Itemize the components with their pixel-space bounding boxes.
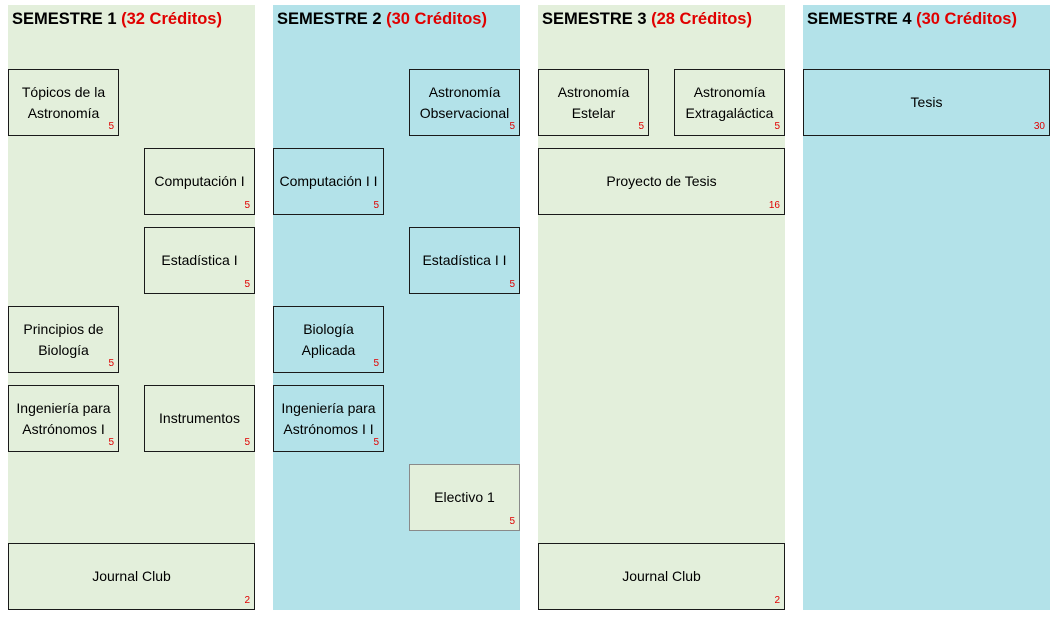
course-credits: 5 <box>509 516 515 527</box>
course-proyecto-tesis[interactable]: Proyecto de Tesis 16 <box>538 148 785 215</box>
course-journal-club-1[interactable]: Journal Club 2 <box>8 543 255 610</box>
course-estadistica-2[interactable]: Estadística I I 5 <box>409 227 520 294</box>
course-name: Ingeniería para Astrónomos I I <box>281 399 376 437</box>
course-astronomia-observacional[interactable]: Astronomía Observacional 5 <box>409 69 520 136</box>
semester-2-credits: (30 Créditos) <box>386 10 487 28</box>
course-name: Instrumentos <box>159 410 240 426</box>
course-name: Principios de Biología <box>23 320 104 358</box>
course-credits: 5 <box>108 437 114 448</box>
semester-1-label: SEMESTRE 1 <box>12 10 117 28</box>
course-name: Astronomía Estelar <box>557 83 630 121</box>
course-name: Journal Club <box>92 568 171 584</box>
course-biologia-aplicada[interactable]: Biología Aplicada 5 <box>273 306 384 373</box>
course-name: Estadística I <box>161 252 238 268</box>
course-credits: 5 <box>638 121 644 132</box>
course-credits: 30 <box>1033 121 1045 132</box>
course-credits: 5 <box>373 200 379 211</box>
course-name: Tópicos de la Astronomía <box>21 83 106 121</box>
course-name: Computación I I <box>279 173 378 189</box>
semester-2-title: SEMESTRE 2 (30 Créditos) <box>277 10 487 29</box>
course-credits: 16 <box>768 200 780 211</box>
semester-4-credits: (30 Créditos) <box>916 10 1017 28</box>
course-credits: 5 <box>373 358 379 369</box>
course-name: Estadística I I <box>422 252 507 268</box>
course-credits: 2 <box>244 595 250 606</box>
course-credits: 5 <box>373 437 379 448</box>
course-name: Biología Aplicada <box>301 320 356 358</box>
course-astronomia-extragalactica[interactable]: Astronomía Extragaláctica 5 <box>674 69 785 136</box>
course-tesis[interactable]: Tesis 30 <box>803 69 1050 136</box>
semester-1-title: SEMESTRE 1 (32 Créditos) <box>12 10 222 29</box>
course-credits: 2 <box>774 595 780 606</box>
course-credits: 5 <box>774 121 780 132</box>
semester-3-credits: (28 Créditos) <box>651 10 752 28</box>
semester-1-credits: (32 Créditos) <box>121 10 222 28</box>
course-credits: 5 <box>509 121 515 132</box>
course-electivo-1[interactable]: Electivo 1 5 <box>409 464 520 531</box>
course-name: Ingeniería para Astrónomos I <box>16 399 111 437</box>
course-ingenieria-2[interactable]: Ingeniería para Astrónomos I I 5 <box>273 385 384 452</box>
course-credits: 5 <box>244 279 250 290</box>
semester-3-label: SEMESTRE 3 <box>542 10 647 28</box>
course-name: Astronomía Observacional <box>419 83 510 121</box>
course-name: Tesis <box>910 94 943 110</box>
semester-2-label: SEMESTRE 2 <box>277 10 382 28</box>
course-name: Electivo 1 <box>434 489 495 505</box>
course-credits: 5 <box>108 121 114 132</box>
course-journal-club-3[interactable]: Journal Club 2 <box>538 543 785 610</box>
course-topicos-astronomia[interactable]: Tópicos de la Astronomía 5 <box>8 69 119 136</box>
course-name: Journal Club <box>622 568 701 584</box>
course-name: Astronomía Extragaláctica <box>685 83 774 121</box>
course-name: Proyecto de Tesis <box>606 173 717 189</box>
course-credits: 5 <box>244 437 250 448</box>
course-credits: 5 <box>244 200 250 211</box>
semester-4-title: SEMESTRE 4 (30 Créditos) <box>807 10 1017 29</box>
semester-3-title: SEMESTRE 3 (28 Créditos) <box>542 10 752 29</box>
course-instrumentos[interactable]: Instrumentos 5 <box>144 385 255 452</box>
course-astronomia-estelar[interactable]: Astronomía Estelar 5 <box>538 69 649 136</box>
course-ingenieria-1[interactable]: Ingeniería para Astrónomos I 5 <box>8 385 119 452</box>
course-estadistica-1[interactable]: Estadística I 5 <box>144 227 255 294</box>
course-computacion-1[interactable]: Computación I 5 <box>144 148 255 215</box>
course-computacion-2[interactable]: Computación I I 5 <box>273 148 384 215</box>
course-credits: 5 <box>108 358 114 369</box>
course-principios-biologia[interactable]: Principios de Biología 5 <box>8 306 119 373</box>
course-credits: 5 <box>509 279 515 290</box>
semester-4-label: SEMESTRE 4 <box>807 10 912 28</box>
course-name: Computación I <box>154 173 245 189</box>
